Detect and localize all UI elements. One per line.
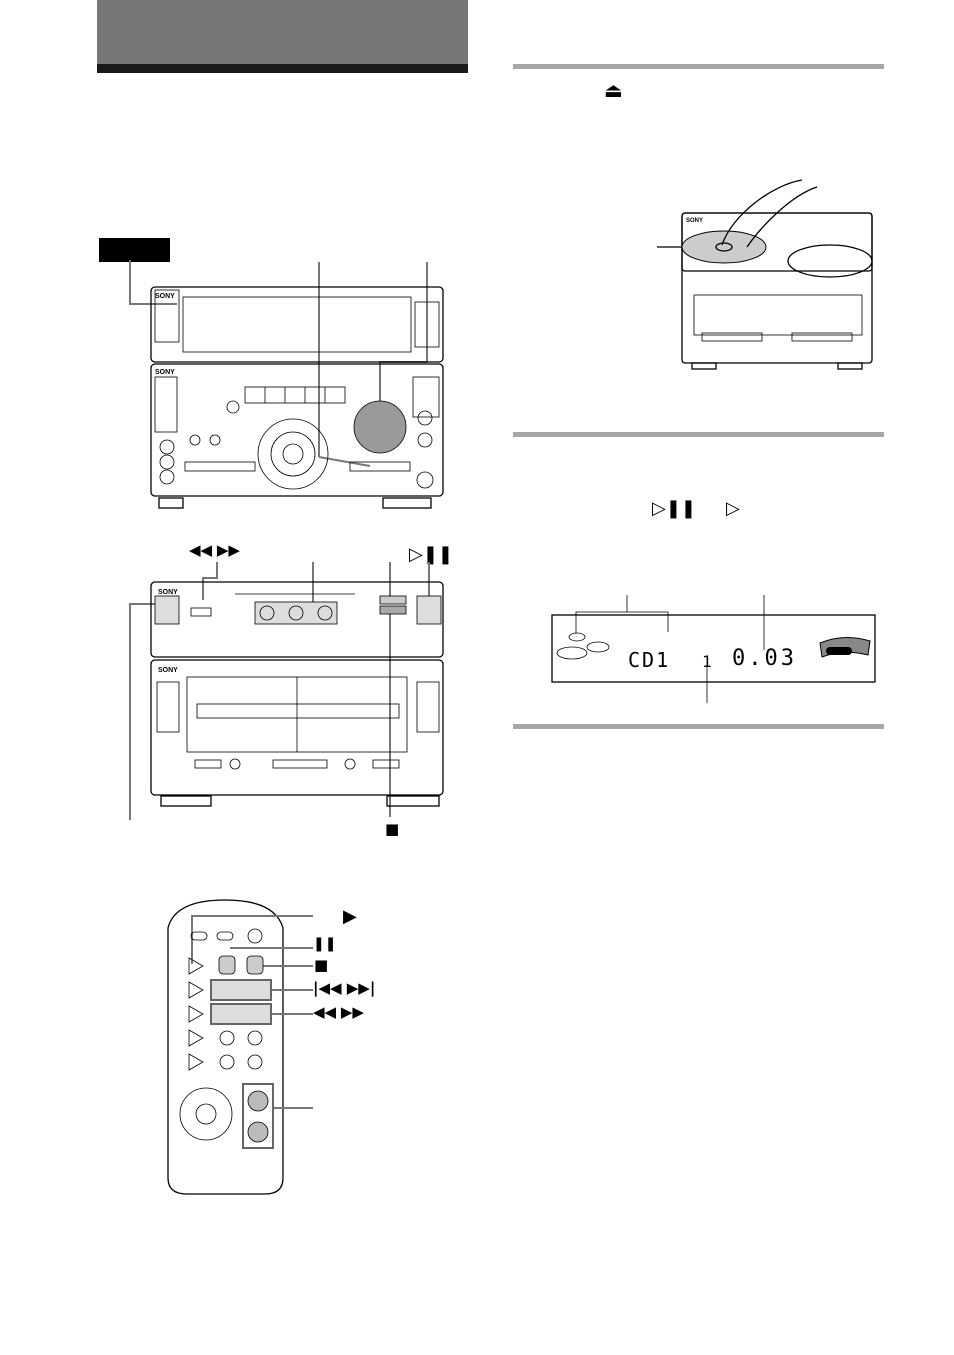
remote-stop-icon: ■ <box>314 956 329 974</box>
play-pause-icon: ▷❚❚ <box>409 544 454 565</box>
header-rule <box>97 64 468 73</box>
cd-tape-unit-illustration: SONY SONY <box>129 562 444 820</box>
step-badge <box>99 238 170 262</box>
display-track: 1 <box>702 652 712 671</box>
svg-text:SONY: SONY <box>686 218 703 224</box>
section-rule-3 <box>513 724 884 729</box>
disc-loading-illustration: SONY <box>657 179 873 370</box>
play-icon: ▷ <box>726 498 740 519</box>
svg-text:SONY: SONY <box>158 589 178 596</box>
remote-pause-icon: ❚❚ <box>313 936 337 952</box>
stop-icon: ■ <box>385 820 400 838</box>
remote-control-illustration <box>167 899 313 1195</box>
header-band <box>97 0 468 66</box>
section-rule-1 <box>513 64 884 69</box>
eject-icon: ⏏ <box>604 78 623 102</box>
stereo-unit-illustration: SONY SONY <box>129 260 444 509</box>
sony-logo: SONY <box>155 293 175 300</box>
skip-icon: |◀◀ ▶▶| <box>313 979 376 997</box>
fast-forward-icon: ◀◀ ▶▶ <box>313 1003 364 1021</box>
svg-text:SONY: SONY <box>155 369 175 376</box>
rewind-icon: ◀◀ ▶▶ <box>189 541 240 559</box>
svg-text:SONY: SONY <box>158 667 178 674</box>
display-disc: CD1 <box>628 648 670 672</box>
play-pause-icon: ▷❚❚ <box>652 498 697 519</box>
front-display-illustration: CD1 1 0.03 <box>551 595 876 703</box>
remote-play-icon: ▶ <box>343 906 357 927</box>
display-time: 0.03 <box>732 646 797 671</box>
section-rule-2 <box>513 432 884 437</box>
